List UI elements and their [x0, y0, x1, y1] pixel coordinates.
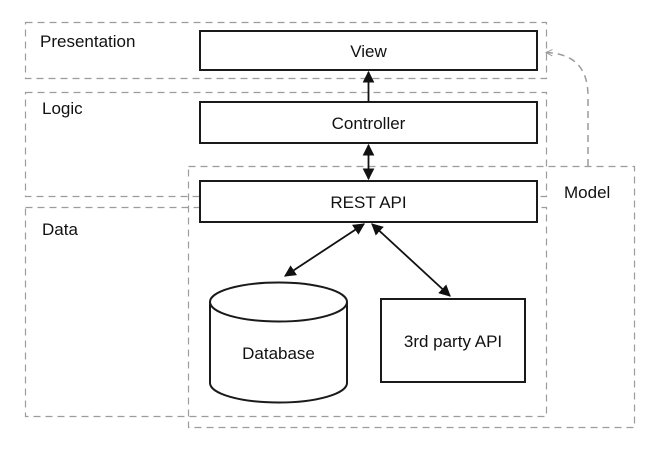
third-party-api-box — [380, 298, 526, 383]
rest-api-box — [199, 180, 538, 223]
presentation-layer-label: Presentation — [40, 32, 135, 51]
database-cylinder — [209, 281, 348, 404]
third-party-api-label: 3rd party API — [404, 332, 502, 351]
database-cylinder-body — [209, 302, 348, 404]
database-label: Database — [242, 344, 315, 363]
arrow-restapi-database — [284, 223, 365, 277]
arrow-model-view-dashed — [546, 53, 589, 166]
data-layer-box — [24, 206, 548, 418]
view-label: View — [350, 42, 387, 61]
view-box — [199, 30, 538, 71]
arrow-restapi-thirdparty — [371, 223, 451, 297]
database-cylinder-top — [209, 281, 348, 323]
model-layer-label: Model — [564, 183, 610, 202]
rest-api-label: REST API — [330, 193, 406, 212]
data-layer-label: Data — [42, 220, 78, 239]
controller-box — [199, 101, 538, 144]
model-layer-box — [187, 165, 636, 429]
controller-label: Controller — [332, 114, 406, 133]
logic-layer-label: Logic — [42, 99, 83, 118]
